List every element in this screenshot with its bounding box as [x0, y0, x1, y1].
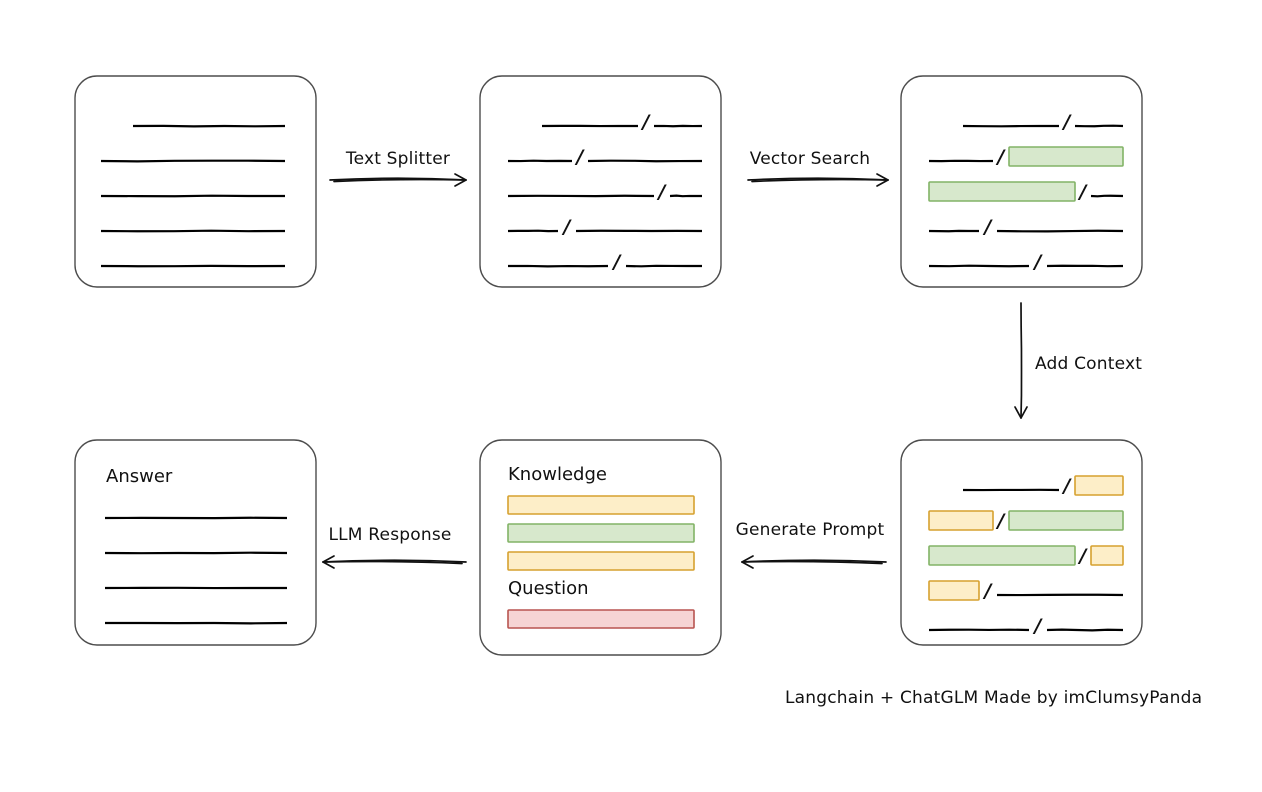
context-highlight — [928, 510, 994, 531]
text-line — [1074, 124, 1124, 128]
edge-label-llm-response: LLM Response — [328, 525, 451, 545]
chunk-separator-slash: / — [562, 216, 573, 238]
card-outline-answer — [74, 439, 317, 646]
edge-text-splitter: Text Splitter — [329, 149, 467, 187]
text-line — [587, 159, 703, 163]
edge-shaft — [1020, 302, 1023, 419]
edge-shaft-2 — [333, 178, 467, 183]
node-split-chunks: / / / / / — [479, 75, 722, 288]
chunk-separator-slash: / — [996, 510, 1007, 532]
text-line — [100, 229, 286, 233]
edge-llm-response: LLM Response — [322, 525, 467, 569]
text-line — [100, 194, 285, 198]
context-highlight — [928, 580, 980, 601]
edge-arrowhead — [876, 173, 889, 187]
edge-label-generate-prompt: Generate Prompt — [736, 520, 885, 540]
text-line — [928, 264, 1030, 268]
edge-arrowhead — [322, 555, 335, 569]
prompt-bar-knowledge-1 — [507, 495, 695, 515]
prompt-bar-knowledge-3 — [507, 551, 695, 571]
edge-arrowhead — [741, 555, 754, 569]
edge-arrowhead — [1014, 406, 1028, 419]
prompt-bar-knowledge-2 — [507, 523, 695, 543]
edge-label-vector-search: Vector Search — [750, 149, 871, 169]
card-heading-answer: Answer — [106, 466, 173, 487]
card-outline-prompt — [479, 439, 722, 656]
edge-label-text-splitter: Text Splitter — [345, 149, 450, 169]
section-label-question: Question — [508, 578, 589, 599]
node-source-document — [74, 75, 317, 288]
edge-generate-prompt: Generate Prompt — [736, 520, 887, 569]
text-line — [669, 194, 703, 198]
chunk-separator-slash: / — [641, 111, 652, 133]
edge-add-context: Add Context — [1014, 302, 1142, 419]
text-line — [625, 264, 702, 268]
text-line — [996, 229, 1124, 233]
edge-shaft-2 — [741, 560, 883, 565]
edge-shaft-2 — [751, 178, 889, 183]
edge-vector-search: Vector Search — [747, 149, 889, 187]
context-highlight — [1090, 545, 1124, 566]
chunk-separator-slash: / — [983, 216, 994, 238]
match-highlight — [1008, 510, 1124, 531]
card-outline-context-chunks — [900, 439, 1143, 646]
edge-arrowhead — [454, 173, 467, 187]
chunk-separator-slash: / — [1062, 111, 1073, 133]
match-highlight — [928, 181, 1076, 202]
card-outline-source-document — [74, 75, 317, 288]
node-context-chunks: / / / / / — [900, 439, 1143, 646]
chunk-separator-slash: / — [1078, 181, 1089, 203]
prompt-bar-question-1 — [507, 609, 695, 629]
text-line — [1090, 194, 1124, 198]
text-line — [1046, 628, 1124, 632]
node-vector-matched-chunks: / / / / / — [900, 75, 1143, 288]
context-highlight — [1074, 475, 1124, 496]
edge-label-add-context: Add Context — [1035, 354, 1142, 374]
chunk-separator-slash: / — [657, 181, 668, 203]
card-outline-split-chunks — [479, 75, 722, 288]
section-label-knowledge: Knowledge — [508, 464, 607, 485]
text-line — [104, 551, 288, 555]
node-answer: Answer — [74, 439, 317, 646]
edge-shaft-2 — [322, 560, 463, 565]
chunk-separator-slash: / — [1078, 545, 1089, 567]
chunk-separator-slash: / — [575, 146, 586, 168]
match-highlight — [1008, 146, 1124, 167]
chunk-separator-slash: / — [1033, 251, 1044, 273]
text-line — [100, 159, 286, 163]
chunk-separator-slash: / — [1033, 615, 1044, 637]
chunk-separator-slash: / — [1062, 475, 1073, 497]
chunk-separator-slash: / — [612, 251, 623, 273]
footer-credit: Langchain + ChatGLM Made by imClumsyPand… — [785, 688, 1202, 708]
match-highlight — [928, 545, 1076, 566]
chunk-separator-slash: / — [996, 146, 1007, 168]
chunk-separator-slash: / — [983, 580, 994, 602]
